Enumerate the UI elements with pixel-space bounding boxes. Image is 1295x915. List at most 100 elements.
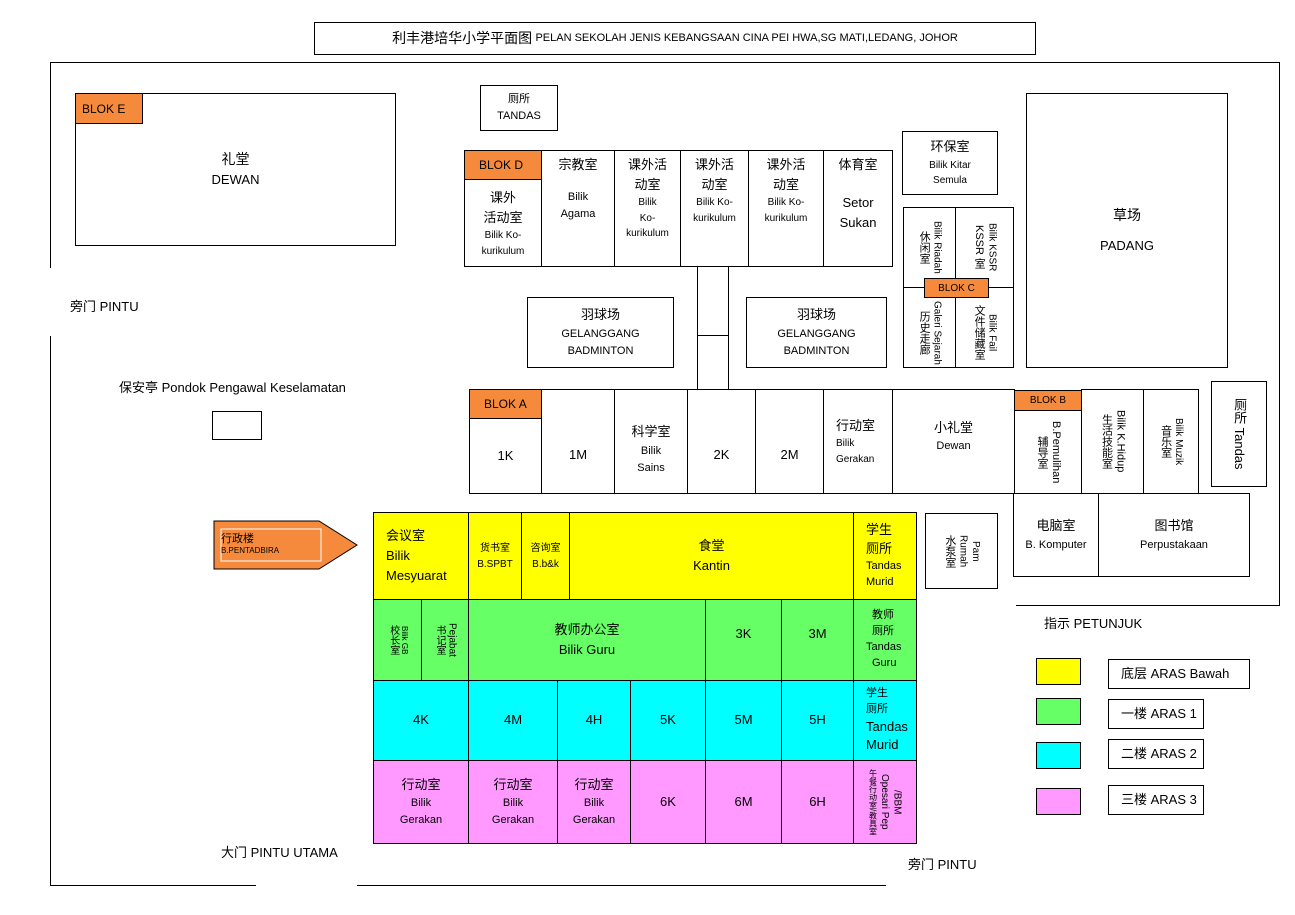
boundary-left-upper: [50, 62, 51, 268]
title-cn: 利丰港培华小学平面图: [392, 29, 533, 46]
canteen-ms: Kantin: [693, 558, 730, 573]
boundary-left-lower: [50, 336, 51, 886]
life-skills-ms: Bilik K.Hidup: [1114, 410, 1127, 473]
teacher-toilet: 教师 厕所 Tandas Guru: [853, 599, 917, 681]
field-padang: 草场 PADANG: [1026, 93, 1228, 368]
legend-item-level1: 一楼 ARAS 1: [1108, 699, 1204, 729]
computer-cn: 电脑室: [1036, 518, 1076, 534]
pump-ms2: Pam: [969, 540, 981, 562]
blockd-room-1-cn1: 课外: [489, 189, 516, 205]
action-l3-3-ms1: Bilik: [583, 797, 605, 810]
badminton-left-ms2: BADMINTON: [567, 344, 634, 357]
teachers-cn: 教师办公室: [554, 621, 620, 637]
blockd-room-religion-ms1: Bilik: [567, 191, 589, 204]
remedial-cn: 辅导室: [1036, 435, 1048, 469]
room-1k-label: 1K: [497, 447, 514, 463]
headmaster-room: 校长室 Bilik GB: [373, 599, 422, 681]
meeting-ms1: Bilik: [386, 547, 410, 563]
side-gate-bottom-label: 旁门 PINTU: [908, 857, 977, 872]
life-skills-cn: 生活技能室: [1100, 414, 1113, 469]
side-gate-left-label: 旁门 PINTU: [70, 299, 139, 314]
life-skills-room: 生活技能室 Bilik K.Hidup: [1081, 389, 1144, 494]
room-2m-label: 2M: [780, 447, 799, 463]
blockd-room-religion-ms2: Agama: [560, 208, 596, 221]
toilet-right-label: 厕所 Tandas: [1232, 398, 1248, 470]
room-3m: 3M: [781, 599, 854, 681]
mini-hall-ms: Dewan: [936, 440, 971, 453]
block-a-tag: BLOK A: [469, 389, 542, 419]
science-cn: 科学室: [631, 424, 671, 440]
meeting-cn: 会议室: [386, 527, 426, 543]
blockd-room-3-cn2: 动室: [634, 177, 661, 193]
block-e-tag: BLOK E: [75, 93, 143, 124]
toilet-right: 厕所 Tandas: [1211, 381, 1267, 487]
blockc-leisure-ms: Bilik Riadah: [931, 221, 943, 274]
room-4h: 4H: [557, 680, 631, 761]
legend-level3-label: 三楼 ARAS 3: [1121, 791, 1197, 807]
badminton-right-ms1: GELANGGANG: [777, 327, 856, 340]
block-d-tag: BLOK D: [464, 150, 542, 180]
room-3k: 3K: [705, 599, 782, 681]
spbt-ms: B.SPBT: [477, 558, 513, 570]
blockc-file-cn: 文件储藏室: [973, 305, 986, 360]
blockd-room-4-ms2: kurikulum: [693, 212, 736, 224]
boundary-top: [50, 62, 1280, 63]
room-6k: 6K: [630, 760, 706, 844]
boundary-right: [1279, 62, 1280, 606]
room-1m-label: 1M: [568, 447, 588, 463]
teacher-toilet-cn2: 厕所: [872, 625, 894, 638]
blockd-room-sports-cn: 体育室: [838, 157, 878, 172]
blockc-gallery-cn: 历史走廊: [918, 310, 931, 355]
action-room-l3-3: 行动室 Bilik Gerakan: [557, 760, 631, 844]
remedial-room: 辅导室 B.Pemulihan: [1014, 410, 1082, 494]
student-toilet-l2-cn1: 学生: [866, 686, 888, 699]
guard-house-label: 保安亭 Pondok Pengawal Keselamatan: [119, 380, 346, 395]
main-gate-label: 大门 PINTU UTAMA: [221, 845, 338, 860]
legend-title: 指示 PETUNJUK: [1044, 616, 1143, 631]
blockd-room-5-ms1: Bilik Ko-: [767, 197, 805, 209]
blockc-kssr: KSSR 室 Bilik KSSR: [955, 207, 1014, 288]
room-4m-label: 4M: [503, 712, 523, 728]
room-5m-label: 5M: [734, 712, 753, 728]
action-l3-2-cn: 行动室: [493, 776, 533, 792]
toilet-top: 厕所 TANDAS: [480, 85, 558, 131]
room-2m: 2M: [755, 389, 824, 494]
room-5h-label: 5H: [809, 712, 826, 728]
blockc-gallery: 历史走廊 Galeri Sejarah: [903, 287, 956, 368]
room-4h-label: 4H: [585, 712, 603, 728]
room-3m-label: 3M: [808, 625, 827, 641]
boundary-right-bottom: [1016, 605, 1280, 606]
room-1k: 1K: [469, 418, 542, 494]
student-toilet-ground-ms2: Murid: [866, 575, 894, 588]
office-room: 书记室 Pejabat: [421, 599, 469, 681]
legend-swatch-level1: [1036, 698, 1081, 725]
teacher-toilet-cn1: 教师: [872, 609, 894, 622]
student-toilet-ground-ms1: Tandas: [866, 559, 902, 572]
blockd-room-4: 课外活 动室 Bilik Ko- kurikulum: [680, 150, 749, 267]
action-l3-1-ms2: Gerakan: [399, 814, 443, 827]
room-6h: 6H: [781, 760, 854, 844]
title-ms: PELAN SEKOLAH JENIS KEBANGSAAN CINA PEI …: [535, 31, 958, 44]
legend-ground-label: 底层 ARAS Bawah: [1121, 665, 1230, 681]
boundary-bottom-mid: [357, 885, 886, 886]
meeting-room: 会议室 Bilik Mesyuarat: [373, 512, 469, 600]
room-4k-label: 4K: [413, 712, 429, 728]
pump-ms1: Rumah: [957, 534, 969, 568]
canteen: 食堂 Kantin: [569, 512, 854, 600]
teacher-toilet-ms2: Guru: [872, 656, 897, 669]
blockd-room-sports-ms2: Sukan: [839, 215, 877, 231]
meeting-ms2: Mesyuarat: [386, 568, 447, 584]
library: 图书馆 Perpustakaan: [1098, 493, 1250, 577]
badminton-court-right: 羽球场 GELANGGANG BADMINTON: [746, 297, 887, 368]
walkway-cross: [697, 335, 729, 336]
blockd-room-1-ms2: kurikulum: [481, 245, 525, 257]
action-room-l3-1: 行动室 Bilik Gerakan: [373, 760, 469, 844]
blockc-leisure: 休闲室 Bilik Riadah: [903, 207, 956, 288]
student-toilet-level2: 学生 厕所 Tandas Murid: [853, 680, 917, 761]
blockd-room-5: 课外活 动室 Bilik Ko- kurikulum: [748, 150, 824, 267]
badminton-right-ms2: BADMINTON: [783, 344, 850, 357]
guard-house: [212, 411, 262, 440]
badminton-right-cn: 羽球场: [796, 307, 836, 323]
teacher-toilet-ms1: Tandas: [866, 641, 902, 653]
office-cn: 书记室: [434, 625, 445, 655]
